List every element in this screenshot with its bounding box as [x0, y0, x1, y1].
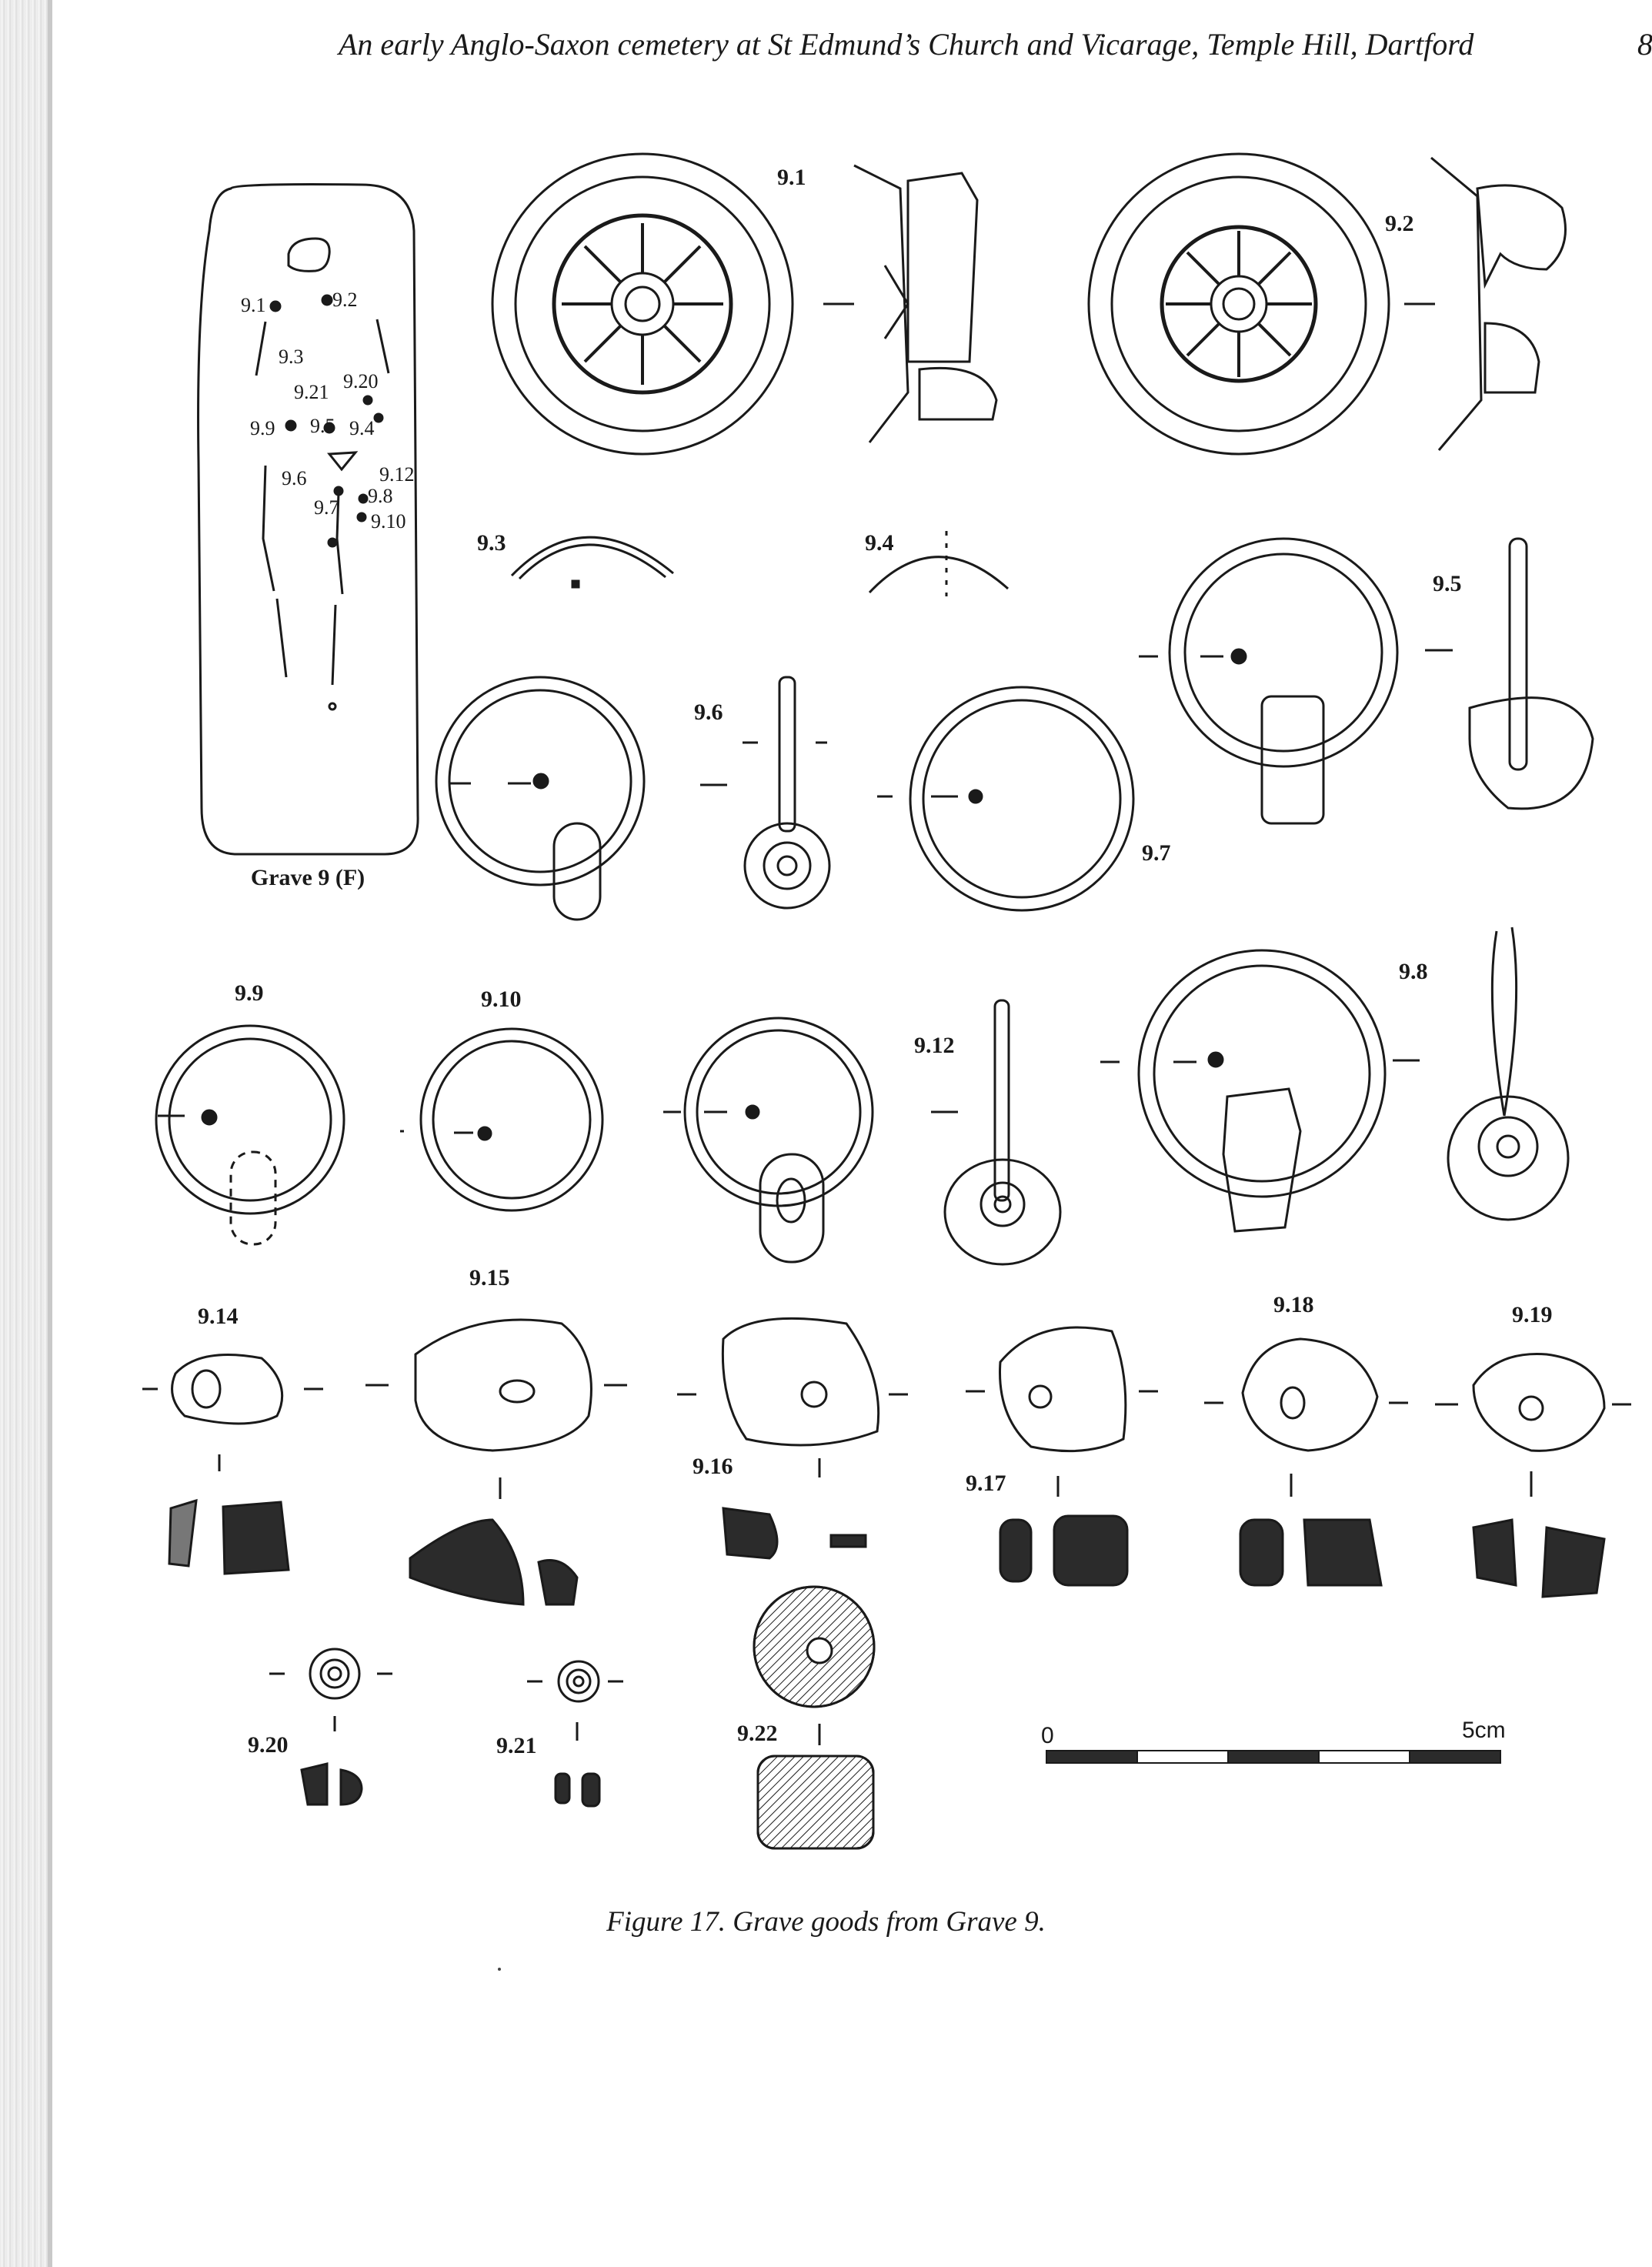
label-9-3: 9.3 — [477, 530, 506, 556]
object-9-3-wire-fragment: 9.3 — [477, 530, 674, 589]
object-9-15-bead: 9.15 — [365, 1265, 627, 1606]
find-marker-9-4 — [373, 412, 384, 423]
object-9-10-ring: 9.10 — [400, 987, 604, 1212]
find-marker-9-12 — [327, 451, 359, 472]
grave-label-9-7: 9.7 — [314, 496, 339, 519]
grave-outline — [197, 183, 419, 856]
object-9-16-bead: 9.16 — [677, 1317, 908, 1708]
object-9-8-ring-with-bead: 9.8 — [1100, 926, 1570, 1233]
label-9-7: 9.7 — [1142, 840, 1171, 866]
skull-outline — [287, 237, 331, 272]
label-9-9: 9.9 — [235, 980, 264, 1006]
grave-label-9-21: 9.21 — [294, 381, 329, 403]
page-spine-edge — [48, 0, 52, 2267]
object-9-2-saucer-brooch: 9.2 — [1087, 152, 1567, 456]
find-marker-9-7 — [327, 537, 338, 548]
label-9-21: 9.21 — [496, 1733, 537, 1758]
grave-label-9-20: 9.20 — [343, 370, 379, 392]
label-9-2: 9.2 — [1385, 211, 1414, 236]
running-header: An early Anglo-Saxon cemetery at St Edmu… — [339, 27, 1474, 62]
grave-label-9-4: 9.4 — [349, 417, 375, 439]
object-9-14-bead: 9.14 — [142, 1304, 323, 1575]
label-9-22: 9.22 — [737, 1721, 778, 1746]
grave-label-9-8: 9.8 — [368, 485, 393, 507]
find-marker-9-10 — [356, 512, 367, 523]
grave-label-9-1: 9.1 — [241, 294, 266, 316]
object-9-1-saucer-brooch: 9.1 — [491, 152, 998, 456]
shin-bone-left — [275, 598, 288, 678]
scale-bar-start: 0 — [1041, 1723, 1054, 1748]
label-9-14: 9.14 — [198, 1304, 239, 1329]
arm-bone-right — [375, 319, 390, 374]
find-marker-9-5 — [323, 422, 335, 434]
object-9-4-wire-fragment: 9.4 — [865, 530, 1009, 596]
label-9-5: 9.5 — [1433, 571, 1462, 596]
object-9-5-ring-with-bead: 9.5 — [1139, 537, 1594, 825]
object-9-20-bead: 9.20 — [248, 1648, 392, 1806]
object-9-17-bead: 9.17 — [966, 1326, 1158, 1587]
grave-label-9-6: 9.6 — [282, 467, 307, 489]
page-spine-shadow — [0, 0, 48, 2267]
label-9-19: 9.19 — [1512, 1302, 1553, 1327]
find-marker-9-20 — [362, 395, 373, 406]
object-9-22-bead: 9.22 — [737, 1721, 875, 1850]
object-9-11-ring-with-bead — [663, 1017, 874, 1264]
object-9-19-bead: 9.19 — [1435, 1302, 1631, 1598]
page-number: 8 — [1637, 27, 1652, 62]
grave-plan: 9.1 9.2 9.3 9.20 9.21 9.9 9.5 9.4 9.6 9.… — [197, 183, 419, 890]
label-9-16: 9.16 — [693, 1454, 733, 1479]
grave-label-9-5: 9.5 — [310, 415, 335, 437]
leg-bone-left — [262, 465, 275, 592]
find-marker-9-8 — [358, 493, 369, 504]
ankle-marker — [328, 702, 337, 711]
label-9-8: 9.8 — [1399, 959, 1428, 984]
object-9-12-pin-with-bead: 9.12 — [914, 999, 1062, 1266]
label-9-6: 9.6 — [694, 699, 723, 725]
object-9-9-ring: 9.9 — [155, 980, 345, 1246]
label-9-18: 9.18 — [1273, 1292, 1314, 1317]
find-marker-9-9 — [285, 419, 297, 432]
object-9-6-ring-with-bead: 9.6 — [435, 676, 831, 921]
grave-label-9-12: 9.12 — [379, 463, 415, 486]
label-9-17: 9.17 — [966, 1471, 1006, 1496]
scale-bar: 0 5cm — [1041, 1718, 1506, 1764]
object-9-7-ring: 9.7 — [877, 686, 1171, 912]
find-marker-9-1 — [269, 300, 282, 312]
label-9-12: 9.12 — [914, 1033, 955, 1058]
figure-caption: Figure 17. Grave goods from Grave 9. — [606, 1906, 1046, 1938]
grave-label-9-3: 9.3 — [279, 346, 304, 368]
scale-bar-end: 5cm — [1462, 1718, 1506, 1743]
shin-bone-right — [331, 604, 337, 686]
grave-label-9-9: 9.9 — [250, 417, 275, 439]
stray-mark — [498, 1968, 501, 1971]
label-9-10: 9.10 — [481, 987, 522, 1012]
object-9-18-bead: 9.18 — [1204, 1292, 1408, 1587]
label-9-20: 9.20 — [248, 1732, 289, 1758]
grave-label-9-2: 9.2 — [332, 289, 358, 311]
label-9-1: 9.1 — [777, 165, 806, 190]
object-9-21-bead: 9.21 — [496, 1660, 623, 1808]
find-marker-9-2 — [321, 294, 333, 306]
leg-bone-right — [335, 492, 344, 595]
arm-bone-left — [255, 321, 267, 376]
grave-plan-title: Grave 9 (F) — [251, 865, 365, 890]
label-9-15: 9.15 — [469, 1265, 510, 1290]
label-9-4: 9.4 — [865, 530, 894, 556]
find-marker-9-6 — [333, 486, 344, 496]
grave-label-9-10: 9.10 — [371, 510, 406, 533]
